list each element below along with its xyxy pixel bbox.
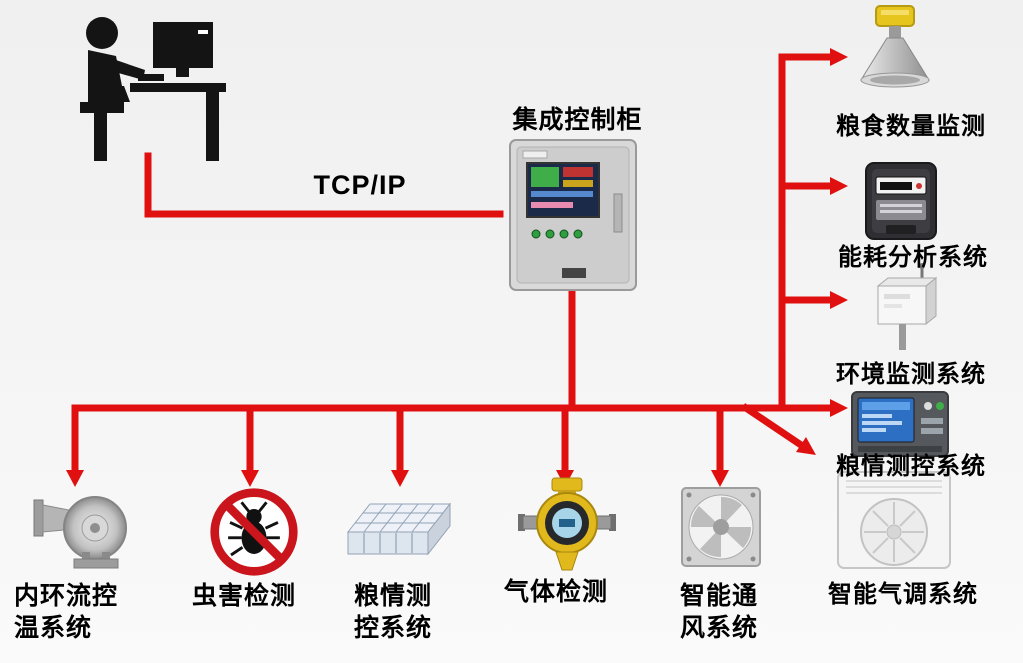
gas-detector-icon	[518, 476, 616, 574]
control-cabinet-icon	[492, 136, 654, 294]
air-conditioning-unit-icon	[836, 470, 954, 572]
cabinet-label: 集成控制柜	[512, 106, 643, 134]
environment-sensor-icon	[868, 262, 943, 352]
radar-level-sensor-icon	[850, 4, 940, 112]
grain-monitor-panel-icon	[850, 390, 950, 460]
label-smart-ventilation-system: 智能通风系统	[680, 582, 759, 642]
no-pest-icon	[206, 486, 302, 578]
label-grain-condition-system-bottom: 粮情测控系统	[354, 582, 433, 642]
label-smart-atmosphere-system: 智能气调系统	[828, 581, 978, 608]
tcpip-line	[144, 152, 504, 218]
energy-meter-icon	[860, 160, 942, 242]
ventilation-fan-icon	[680, 486, 762, 568]
circulation-blower-icon	[32, 478, 137, 573]
label-grain-condition-system-right: 粮情测控系统	[836, 453, 986, 480]
operator-at-computer-icon	[50, 6, 230, 161]
tcpip-label: TCP/IP	[313, 170, 407, 200]
grain-cable-tray-icon	[342, 492, 454, 564]
label-internal-circulation-temp-system: 内环流控温系统	[14, 582, 119, 642]
label-energy-analysis-system: 能耗分析系统	[838, 244, 988, 271]
label-environment-monitoring-system: 环境监测系统	[836, 361, 986, 388]
label-pest-detection: 虫害检测	[192, 582, 297, 610]
label-gas-detection: 气体检测	[504, 578, 609, 606]
label-grain-quantity-monitoring: 粮食数量监测	[836, 113, 986, 140]
